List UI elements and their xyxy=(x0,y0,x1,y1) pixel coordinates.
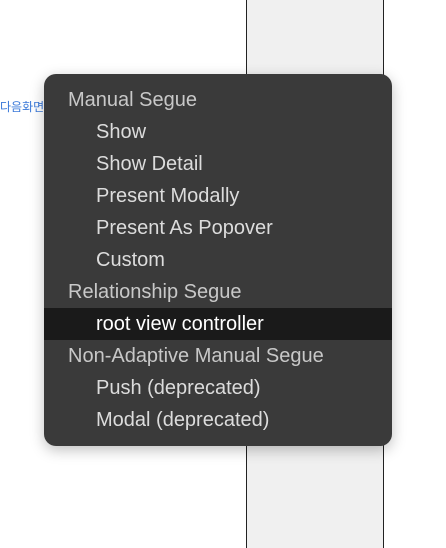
menu-item-present-modally[interactable]: Present Modally xyxy=(96,185,240,207)
section-header-relationship-segue: Relationship Segue xyxy=(68,281,242,303)
menu-item-root-view-controller[interactable]: root view controller xyxy=(44,308,392,340)
section-header-non-adaptive-manual-segue: Non-Adaptive Manual Segue xyxy=(68,345,324,367)
menu-item-push-deprecated[interactable]: Push (deprecated) xyxy=(96,377,261,399)
section-header-manual-segue: Manual Segue xyxy=(68,89,197,111)
menu-item-show[interactable]: Show xyxy=(96,121,147,143)
menu-item-modal-deprecated[interactable]: Modal (deprecated) xyxy=(96,409,270,431)
segue-context-menu: Manual Segue Show Show Detail Present Mo… xyxy=(44,74,392,446)
scene-label[interactable]: 다음화면 xyxy=(0,100,45,114)
menu-item-present-as-popover[interactable]: Present As Popover xyxy=(96,217,273,239)
menu-item-custom[interactable]: Custom xyxy=(96,249,165,271)
menu-item-show-detail[interactable]: Show Detail xyxy=(96,153,203,175)
